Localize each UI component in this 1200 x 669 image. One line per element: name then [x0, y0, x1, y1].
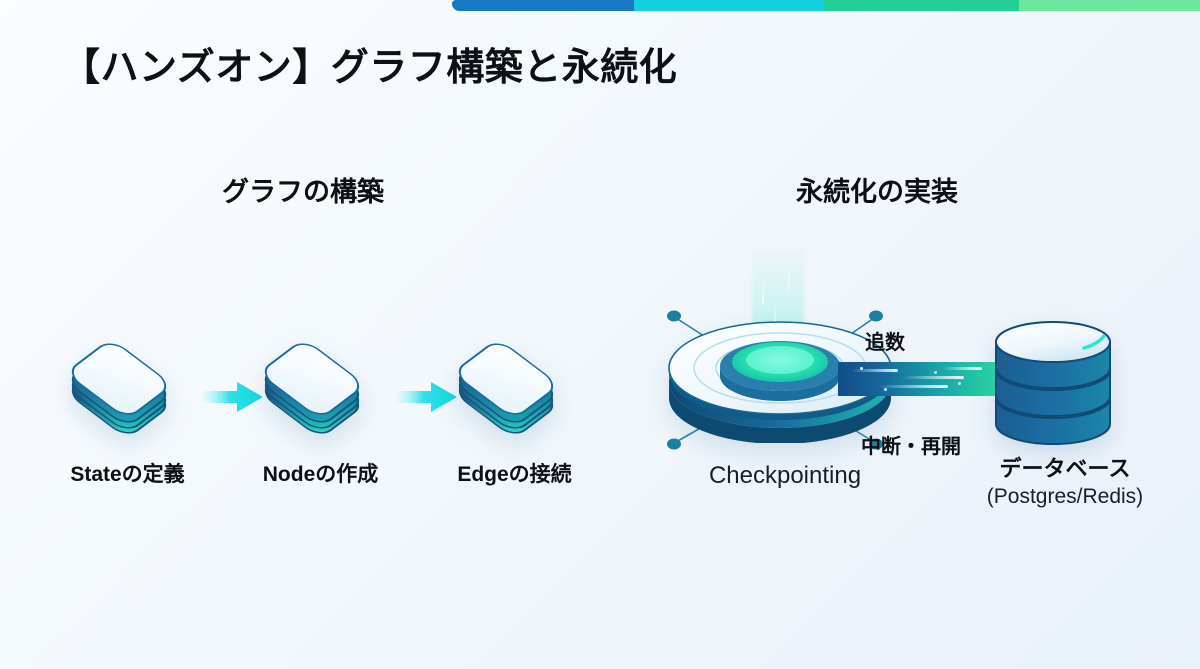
- section-heading-graph-construction: グラフの構築: [222, 177, 384, 207]
- beam-spark: [762, 278, 764, 304]
- beam-spark: [788, 268, 790, 290]
- database-caption-sub: (Postgres/Redis): [986, 484, 1144, 508]
- database-caption-main: データベース: [999, 456, 1131, 481]
- stream-streak: [878, 385, 948, 388]
- pipeline-step-state: Stateの定義: [60, 330, 195, 500]
- stream-dot: [860, 367, 863, 370]
- stream-streak: [852, 369, 898, 372]
- accent-segment-blue: [452, 0, 634, 11]
- accent-segment-teal: [824, 0, 1019, 11]
- connector-dot: [869, 438, 883, 450]
- connector-dot: [869, 310, 883, 322]
- pipeline-step-label: Stateの定義: [70, 463, 185, 486]
- isometric-card-icon: [256, 330, 383, 440]
- checkpoint-caption: Checkpointing: [708, 462, 862, 489]
- section-heading-persistence: 永続化の実装: [796, 177, 958, 207]
- pipeline-step-label: Nodeの作成: [262, 463, 379, 486]
- pipeline-step-label: Edgeの接続: [457, 463, 572, 486]
- graph-construction-pipeline: Stateの定義 Nodeの作成: [55, 330, 615, 500]
- data-stream-band: [838, 362, 998, 396]
- accent-segment-green: [1019, 0, 1200, 11]
- stream-streak: [902, 376, 964, 379]
- top-accent-bar: [452, 0, 1200, 11]
- connector-dot: [667, 438, 681, 450]
- stream-dot: [884, 388, 887, 391]
- stream-dot: [958, 382, 961, 385]
- isometric-card-icon: [450, 330, 577, 440]
- stream-streak: [942, 367, 982, 370]
- stream-dot: [934, 371, 937, 374]
- isometric-card-icon: [63, 330, 190, 440]
- database-cylinder-icon: [988, 312, 1118, 447]
- flow-label-track: 追数: [865, 332, 905, 354]
- beam-spark: [774, 302, 776, 336]
- persistence-diagram: [640, 250, 1185, 540]
- accent-segment-cyan: [634, 0, 824, 11]
- arrow-right-icon: [203, 380, 265, 414]
- page-title: 【ハンズオン】グラフ構築と永続化: [62, 47, 678, 89]
- arrow-right-icon: [397, 380, 459, 414]
- database-caption: データベース (Postgres/Redis): [955, 455, 1175, 510]
- flow-label-resume: 中断・再開: [861, 436, 961, 458]
- pipeline-step-edge: Edgeの接続: [447, 330, 582, 500]
- pipeline-step-node: Nodeの作成: [253, 330, 388, 500]
- checkpoint-disc-icon: [665, 308, 895, 444]
- connector-dot: [667, 310, 681, 322]
